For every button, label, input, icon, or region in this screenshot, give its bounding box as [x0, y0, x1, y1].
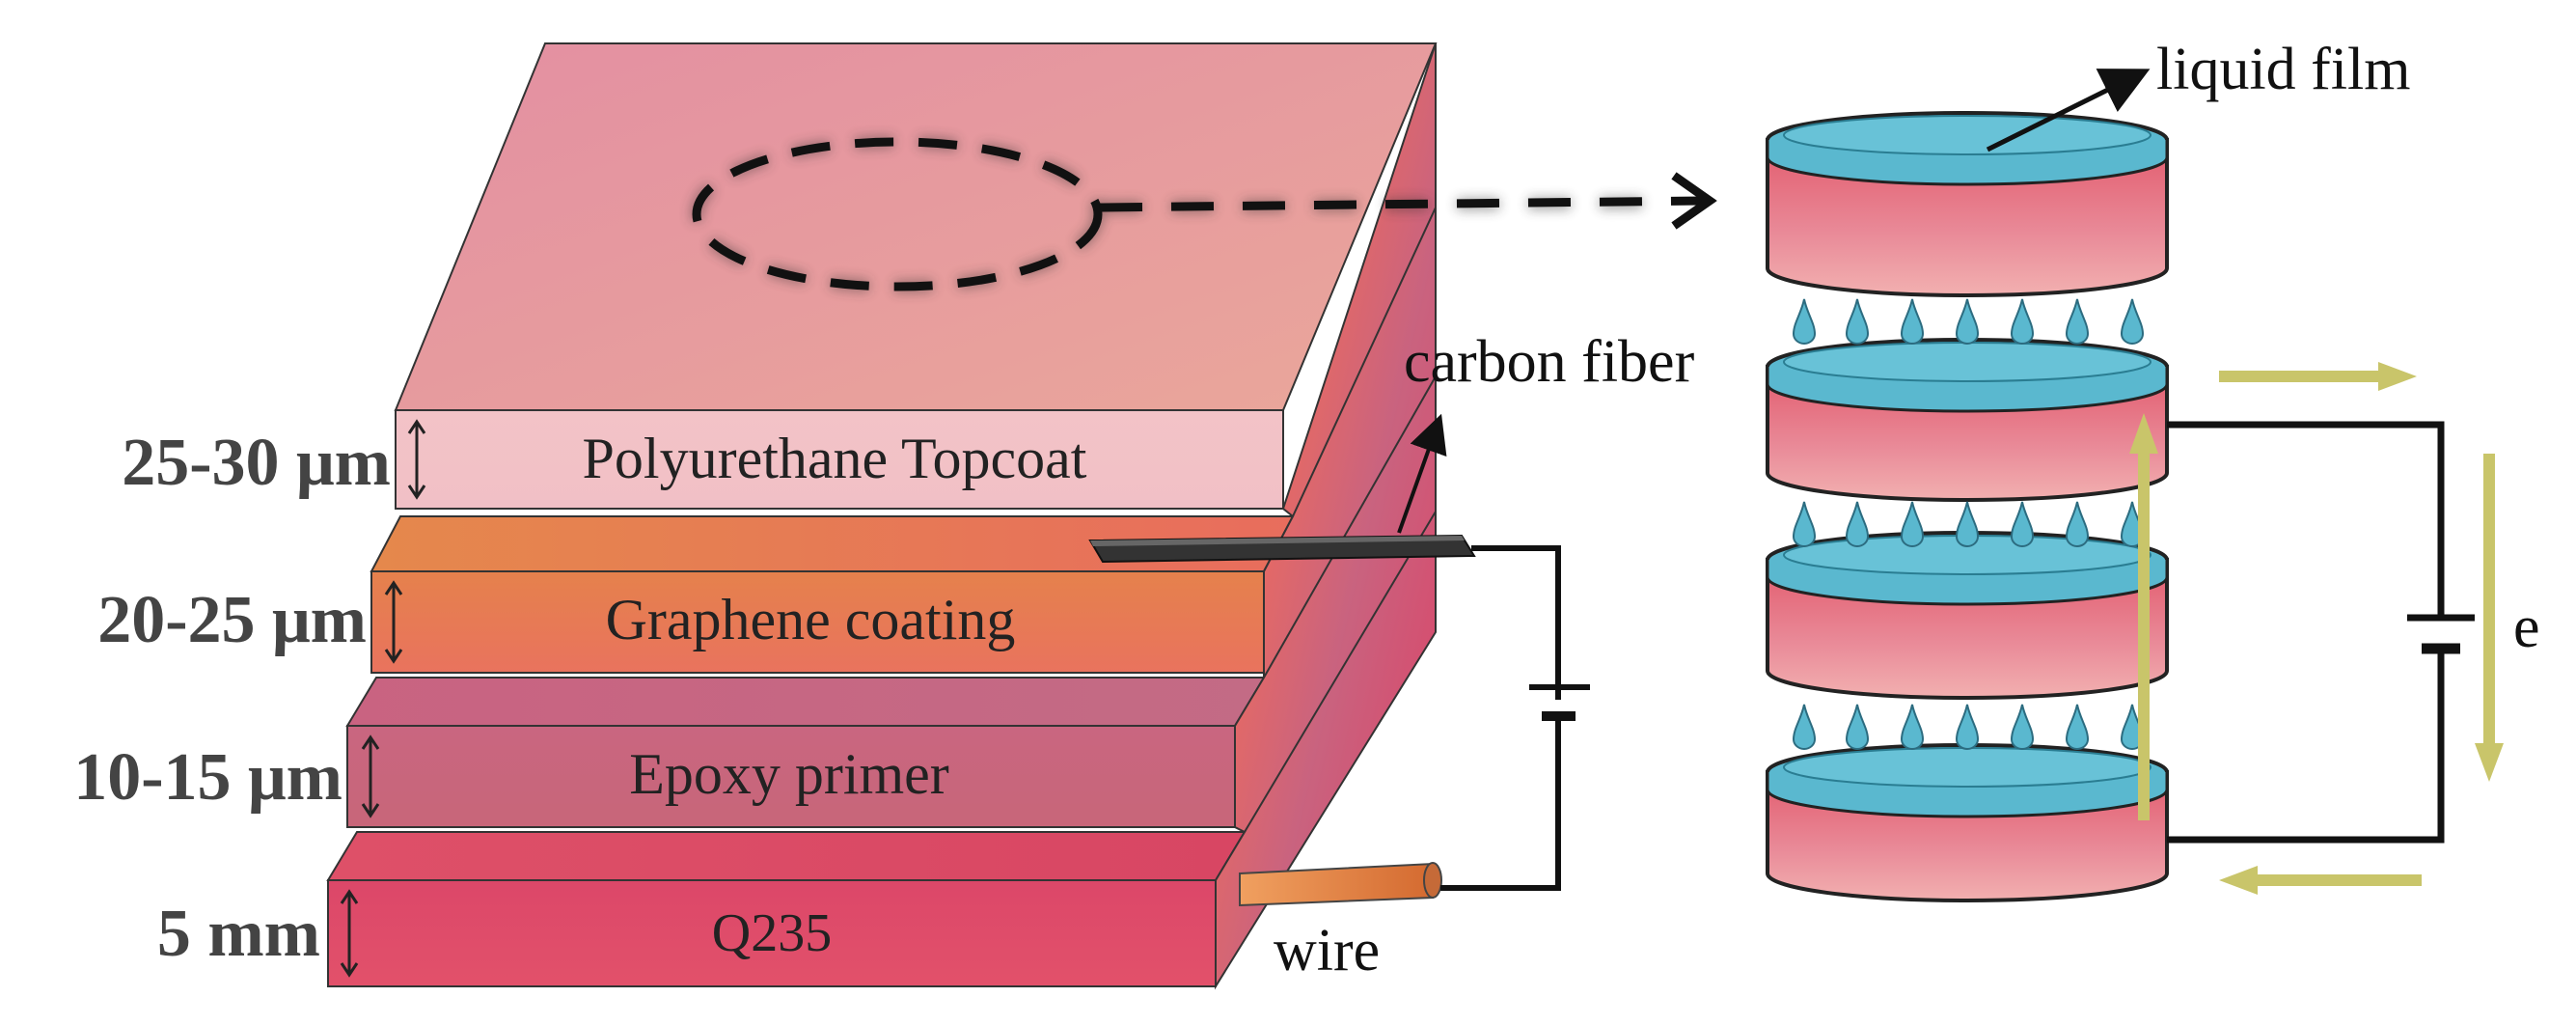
layer-name-epoxy: Epoxy primer — [629, 742, 949, 806]
layer-topcoat — [394, 42, 1438, 510]
layer-graphene — [370, 515, 1295, 674]
thickness-arrows — [340, 419, 426, 978]
magnify-indicator — [691, 136, 1717, 292]
disk-1 — [1766, 111, 2169, 297]
current-arrows — [2129, 362, 2504, 895]
stack-side-face — [1215, 42, 1437, 990]
droplet — [2065, 298, 2090, 345]
droplet — [2065, 501, 2090, 547]
droplet — [1845, 298, 1870, 345]
layer-name-q235: Q235 — [712, 903, 832, 963]
layer-q235 — [326, 831, 1247, 987]
droplet — [2010, 501, 2035, 547]
droplet — [1900, 501, 1925, 547]
epoxy-front-face — [346, 725, 1236, 828]
droplet — [2065, 704, 2090, 750]
thickness-q235: 5 mm — [157, 897, 320, 971]
layer-name-graphene: Graphene coating — [606, 588, 1016, 651]
droplet — [2010, 704, 2035, 750]
droplet — [1900, 298, 1925, 345]
droplet — [1955, 501, 1980, 547]
droplet — [1955, 704, 1980, 750]
dashed-arrow-head — [1671, 172, 1717, 230]
droplet — [1845, 704, 1870, 750]
thickness-graphene: 20-25 μm — [97, 583, 367, 657]
topcoat-front-face — [395, 409, 1284, 510]
dashed-ellipse — [692, 137, 1103, 291]
liquid-film-label: liquid film — [2156, 37, 2411, 102]
droplet — [1792, 298, 1817, 345]
disk-circuit — [2167, 421, 2475, 844]
layer-name-topcoat: Polyurethane Topcoat — [583, 427, 1087, 490]
droplet — [1792, 501, 1817, 547]
droplet — [1792, 704, 1817, 750]
droplet — [1955, 298, 1980, 345]
droplet — [2120, 298, 2145, 345]
thickness-epoxy: 10-15 μm — [73, 740, 343, 815]
disk-2 — [1766, 338, 2169, 502]
q235-top-face — [326, 831, 1247, 881]
dashed-arrow — [1099, 196, 1704, 212]
thickness-topcoat: 25-30 μm — [122, 426, 391, 500]
disk-4 — [1766, 743, 2169, 902]
stack-circuit — [1440, 545, 1590, 891]
carbon-fiber-label: carbon fiber — [1404, 329, 1695, 395]
disk-3 — [1766, 531, 2169, 700]
droplets — [1792, 298, 2145, 750]
layer-epoxy — [345, 677, 1266, 828]
wire-electrode — [1239, 862, 1442, 907]
carbon-fiber-electrode — [1088, 413, 1476, 564]
wire-label: wire — [1274, 918, 1380, 983]
graphene-front-face — [370, 570, 1265, 674]
droplet — [1845, 501, 1870, 547]
epoxy-top-face — [345, 677, 1266, 727]
droplet — [2010, 298, 2035, 345]
topcoat-top-face — [394, 42, 1438, 411]
liquid-film-pointer — [1986, 69, 2151, 152]
q235-front-face — [327, 879, 1217, 987]
droplet — [1900, 704, 1925, 750]
electron-label: e — [2513, 595, 2540, 660]
